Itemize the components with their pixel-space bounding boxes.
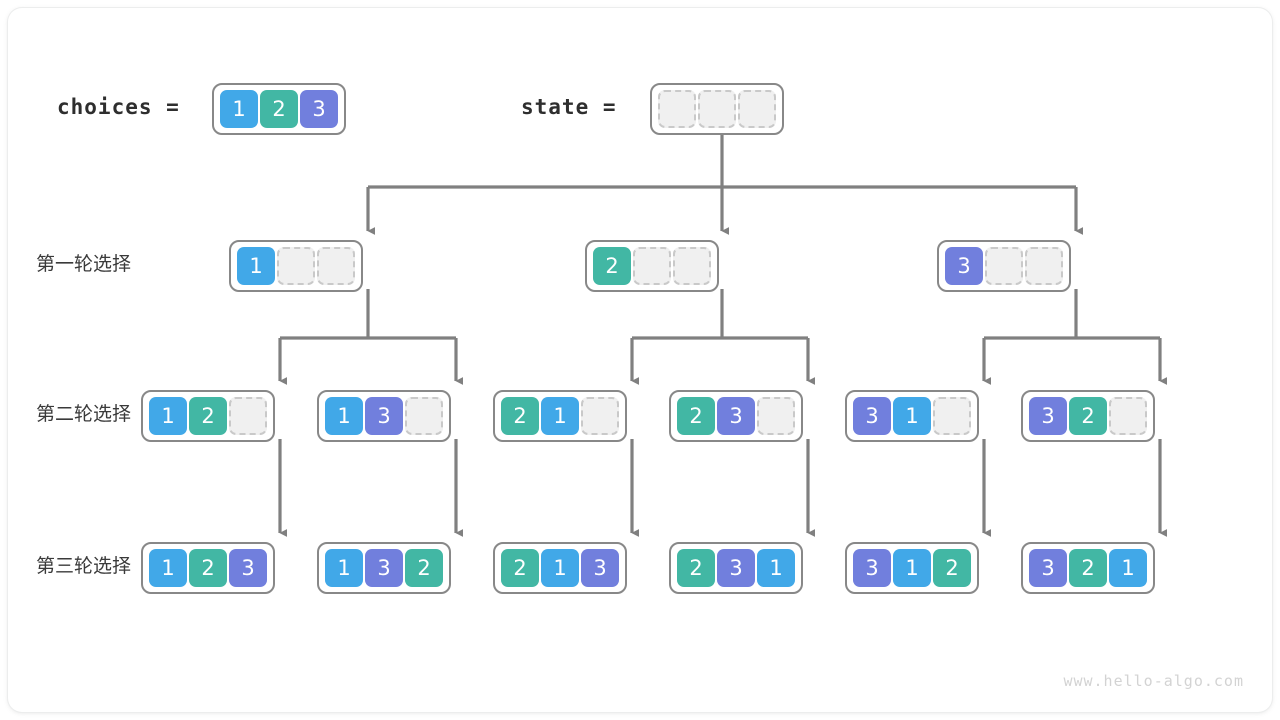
round-3-array-5-cell-3: 2 (933, 549, 971, 587)
round-3-array-6-cell-1: 3 (1029, 549, 1067, 587)
round-2-array-6-cell-1: 3 (1029, 397, 1067, 435)
round-3-array-1-cell-2: 2 (189, 549, 227, 587)
round-1-array-1: 1 (229, 240, 363, 292)
round-3-array-1-cell-1: 1 (149, 549, 187, 587)
round-2-array-1-cell-3 (229, 397, 267, 435)
round-3-array-2-cell-1: 1 (325, 549, 363, 587)
round-1-array-3: 3 (937, 240, 1071, 292)
round-2-array-5-cell-3 (933, 397, 971, 435)
round-3-array-4-cell-3: 1 (757, 549, 795, 587)
round-1-array-2: 2 (585, 240, 719, 292)
choices-cell-1: 1 (220, 90, 258, 128)
round-2-array-4-cell-1: 2 (677, 397, 715, 435)
round-3-array-1-cell-3: 3 (229, 549, 267, 587)
round-1-array-2-cell-3 (673, 247, 711, 285)
round-1-array-2-cell-1: 2 (593, 247, 631, 285)
choices-label: choices = (57, 95, 180, 119)
round-3-array-3-cell-3: 3 (581, 549, 619, 587)
round-1-array-2-cell-2 (633, 247, 671, 285)
round-3-array-2-cell-2: 3 (365, 549, 403, 587)
round-2-array-5-cell-2: 1 (893, 397, 931, 435)
round-2-array-1-cell-1: 1 (149, 397, 187, 435)
row-label-round-1: 第一轮选择 (36, 253, 132, 275)
round-3-array-3-cell-2: 1 (541, 549, 579, 587)
choices-cell-3: 3 (300, 90, 338, 128)
round-2-array-2-cell-1: 1 (325, 397, 363, 435)
round-2-array-3-cell-3 (581, 397, 619, 435)
round-2-array-4-cell-3 (757, 397, 795, 435)
round-3-array-6-cell-3: 1 (1109, 549, 1147, 587)
round-3-array-4-cell-1: 2 (677, 549, 715, 587)
round-3-array-5-cell-1: 3 (853, 549, 891, 587)
choices-cell-2: 2 (260, 90, 298, 128)
state-cell-2 (698, 90, 736, 128)
round-2-array-2-cell-2: 3 (365, 397, 403, 435)
round-2-array-2-cell-3 (405, 397, 443, 435)
round-2-array-3-cell-1: 2 (501, 397, 539, 435)
round-1-array-1-cell-3 (317, 247, 355, 285)
round-1-array-1-cell-2 (277, 247, 315, 285)
round-1-array-3-cell-3 (1025, 247, 1063, 285)
state-label: state = (521, 95, 617, 119)
row-label-round-2: 第二轮选择 (36, 403, 132, 425)
state-cell-1 (658, 90, 696, 128)
watermark: www.hello-algo.com (1063, 672, 1244, 690)
round-3-array-4-cell-2: 3 (717, 549, 755, 587)
round-1-array-1-cell-1: 1 (237, 247, 275, 285)
round-3-array-6-cell-2: 2 (1069, 549, 1107, 587)
state-array (650, 83, 784, 135)
round-3-array-5-cell-2: 1 (893, 549, 931, 587)
round-2-array-1-cell-2: 2 (189, 397, 227, 435)
state-cell-3 (738, 90, 776, 128)
round-3-array-3-cell-1: 2 (501, 549, 539, 587)
round-1-array-3-cell-1: 3 (945, 247, 983, 285)
diagram-card (8, 8, 1272, 712)
round-2-array-4-cell-2: 3 (717, 397, 755, 435)
round-2-array-6-cell-2: 2 (1069, 397, 1107, 435)
round-2-array-6-cell-3 (1109, 397, 1147, 435)
round-3-array-2-cell-3: 2 (405, 549, 443, 587)
round-1-array-3-cell-2 (985, 247, 1023, 285)
row-label-round-3: 第三轮选择 (36, 555, 132, 577)
round-2-array-3-cell-2: 1 (541, 397, 579, 435)
round-2-array-5-cell-1: 3 (853, 397, 891, 435)
